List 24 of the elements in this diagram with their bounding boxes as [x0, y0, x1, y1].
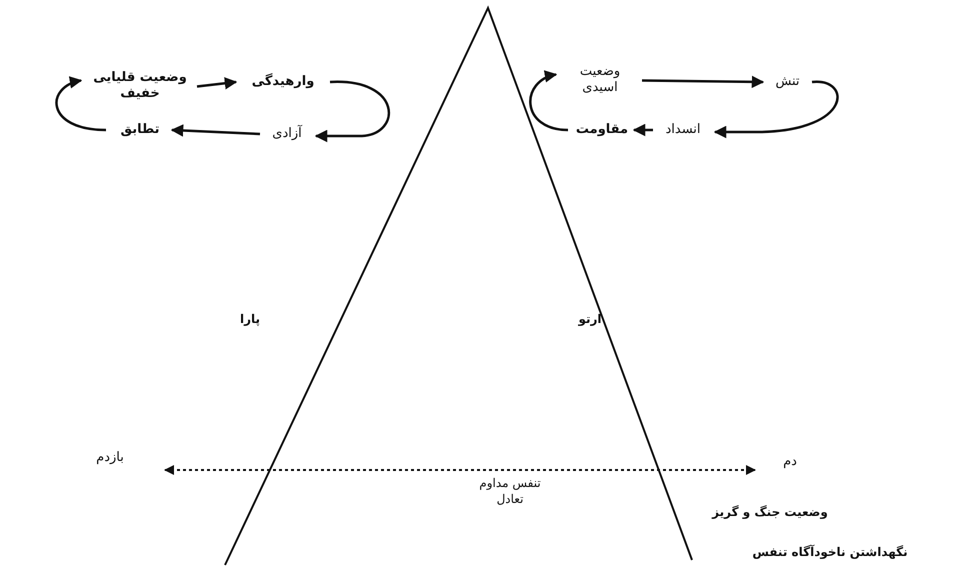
arrow — [164, 465, 756, 475]
cycle-label: مقاومت — [572, 120, 632, 140]
cycle-label: بازدم — [80, 448, 140, 468]
arrow — [632, 124, 653, 136]
note-text: نگهداشتن ناخودآگاه تنفس — [751, 545, 909, 561]
arrow — [314, 80, 390, 142]
arrow — [55, 77, 106, 132]
cycle-label: وارهیدگی — [238, 72, 328, 92]
cycle-label: دم — [770, 452, 810, 472]
arrow — [170, 124, 260, 137]
cycle-label: تطابق — [110, 120, 170, 140]
note-text: پارا — [238, 312, 262, 328]
arrow — [196, 77, 238, 90]
arrow — [714, 80, 839, 138]
note-text: ارتو — [577, 312, 603, 328]
cycle-label: وضعیت اسیدی — [560, 62, 640, 98]
note-text: وضعیت جنگ و گریز — [710, 505, 829, 521]
cycle-label: انسداد — [655, 120, 711, 140]
cycle-label: تنش — [765, 72, 810, 92]
arrow — [642, 76, 764, 88]
note-text: تنفس مداوم تعادل — [478, 476, 542, 508]
cycle-label: آزادی — [262, 124, 312, 144]
cycle-label: وضعیت قلیایی خفیف — [85, 68, 195, 104]
arrow — [529, 72, 568, 132]
